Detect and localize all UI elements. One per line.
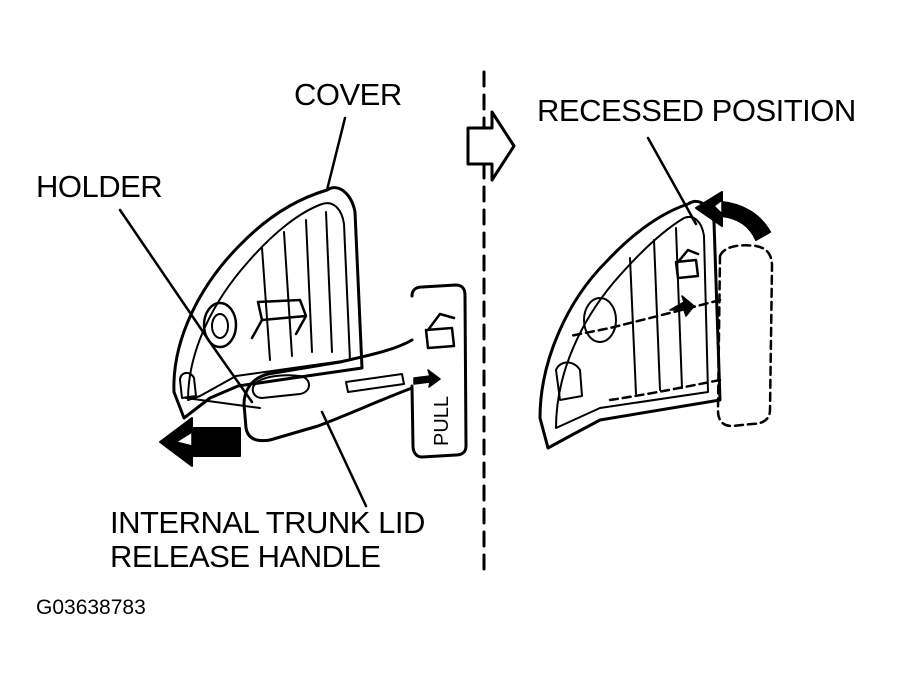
holder-leader: [118, 208, 254, 404]
handle-label-line2: RELEASE HANDLE: [110, 539, 381, 574]
push-arrow-icon: [159, 417, 241, 467]
recessed-leader: [646, 136, 698, 226]
release-handle-paddle: [410, 283, 468, 459]
recessed-handle-dashed: [716, 244, 774, 428]
handle-label: INTERNAL TRUNK LID RELEASE HANDLE: [110, 506, 425, 574]
holder-boss: [202, 301, 238, 349]
transition-arrow-icon: [466, 110, 516, 182]
rotate-arrow-icon: [695, 191, 771, 241]
cover-outline: [172, 186, 364, 420]
pull-text: PULL: [431, 396, 453, 446]
holder-label: HOLDER: [36, 169, 163, 204]
holder-tab: [250, 298, 308, 340]
recess-slats: [261, 211, 333, 361]
handle-leader: [320, 410, 368, 508]
open-trunk-icon: [424, 312, 456, 350]
recessed-cover-outline: [538, 199, 722, 450]
handle-label-line1: INTERNAL TRUNK LID: [110, 505, 425, 540]
recessed-position-label: RECESSED POSITION: [537, 93, 856, 128]
cover-label: COVER: [294, 77, 402, 112]
figure-id: G03638783: [36, 596, 146, 619]
cover-inner-edge: [187, 202, 351, 401]
cover-leader: [325, 116, 347, 192]
release-handle-arm: [242, 338, 414, 443]
